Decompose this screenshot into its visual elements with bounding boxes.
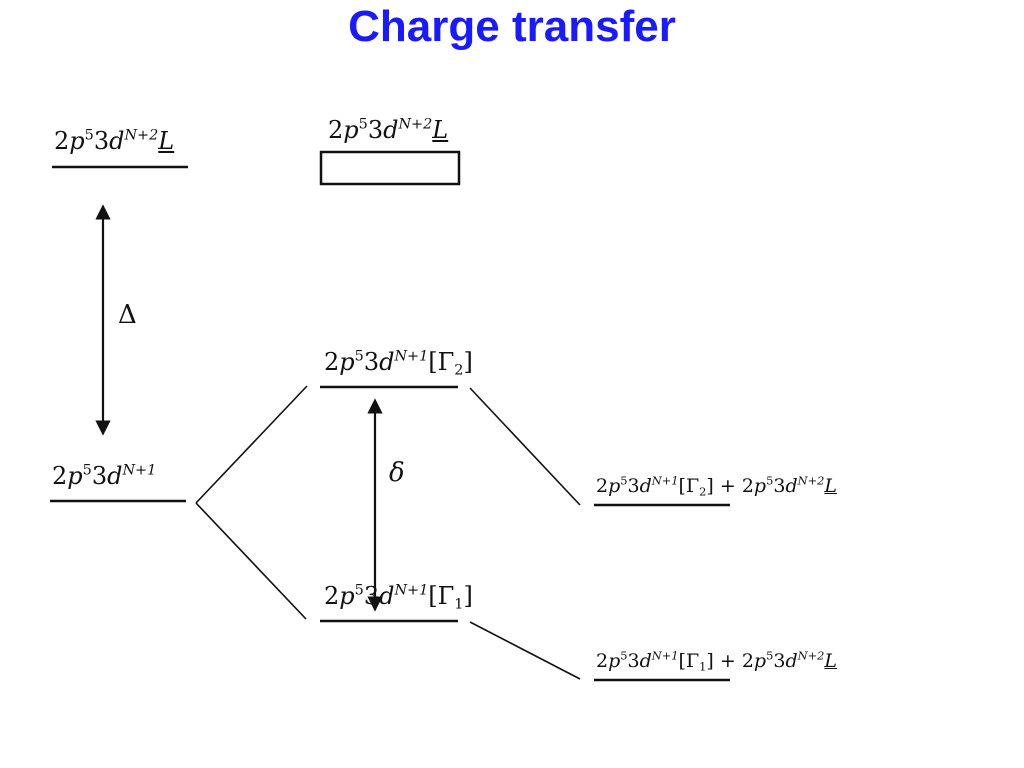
connector-gamma1-to-right <box>469 621 581 680</box>
level-label-right-gamma2: 2p53dN+1[Γ2] + 2p53dN+2L <box>596 473 837 499</box>
level-label-right-gamma1: 2p53dN+1[Γ1] + 2p53dN+2L <box>596 648 837 674</box>
level-label-mid-gamma2: 2p53dN+1[Γ2] <box>324 348 473 379</box>
band-box-mid-top <box>319 150 461 186</box>
connector-gamma2-to-right <box>469 387 581 506</box>
level-label-mid-top: 2p53dN+2L <box>328 116 449 144</box>
level-label-left-top: 2p53dN+2L <box>54 127 175 155</box>
delta-lower-symbol: δ <box>389 458 405 488</box>
level-label-left-bottom: 2p53dN+1 <box>52 462 157 490</box>
connector-left-to-gamma2 <box>195 385 308 504</box>
delta-upper-symbol: Δ <box>118 300 137 330</box>
level-label-mid-gamma1: 2p53dN+1[Γ1] <box>324 582 473 613</box>
connector-left-to-gamma1 <box>195 502 307 620</box>
page-title: Charge transfer <box>348 2 676 51</box>
